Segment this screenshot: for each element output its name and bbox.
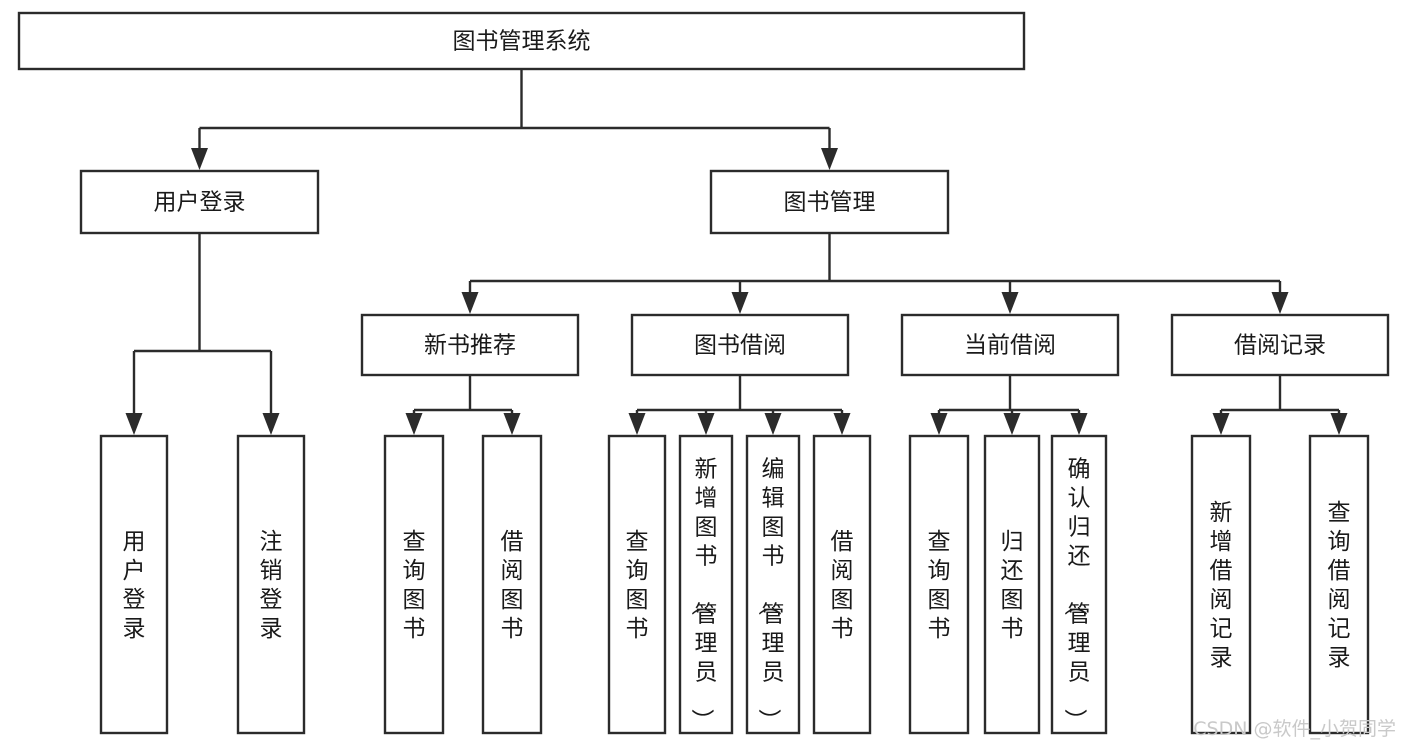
node-label-bookmgmt: 图书管理 <box>784 190 876 216</box>
node-box-leaf-records-query[interactable] <box>1308 434 1370 735</box>
arrow-head-icon <box>1003 413 1021 435</box>
node-box-leaf-borrow-lend[interactable] <box>812 434 872 735</box>
node-leaf-user-logout[interactable]: 注销登录 <box>236 434 306 735</box>
arrow-head-icon <box>125 413 143 435</box>
connector-group-records <box>1212 375 1348 435</box>
node-box-current[interactable] <box>900 313 1120 377</box>
connector-group-newbook <box>405 375 521 435</box>
arrow-head-icon <box>764 413 782 435</box>
node-box-leaf-borrow-add[interactable] <box>678 434 734 735</box>
node-label-leaf-records-query: 查询借阅记录 <box>1328 500 1351 671</box>
arrow-head-icon <box>1001 292 1019 314</box>
node-box-leaf-borrow-query[interactable] <box>607 434 667 735</box>
node-box-leaf-borrow-edit[interactable] <box>745 434 801 735</box>
node-login[interactable]: 用户登录 <box>79 169 320 235</box>
connector-group-root <box>191 69 838 170</box>
node-box-newbook[interactable] <box>360 313 580 377</box>
node-label-newbook: 新书推荐 <box>424 333 516 359</box>
node-leaf-records-query[interactable]: 查询借阅记录 <box>1308 434 1370 735</box>
node-leaf-records-add[interactable]: 新增借阅记录 <box>1190 434 1252 735</box>
arrow-head-icon <box>262 413 280 435</box>
node-label-leaf-user-logout: 注销登录 <box>260 529 283 642</box>
node-box-leaf-records-add[interactable] <box>1190 434 1252 735</box>
arrow-head-icon <box>930 413 948 435</box>
arrow-head-icon <box>191 148 208 170</box>
node-label-records: 借阅记录 <box>1234 333 1326 359</box>
node-label-current: 当前借阅 <box>964 333 1056 359</box>
node-label-leaf-newbook-query: 查询图书 <box>403 529 426 642</box>
node-leaf-borrow-add[interactable]: 新增图书（管理员） <box>678 434 734 735</box>
arrow-head-icon <box>1212 413 1230 435</box>
node-label-borrow: 图书借阅 <box>694 333 786 359</box>
arrow-head-icon <box>731 292 749 314</box>
node-box-leaf-current-query[interactable] <box>908 434 970 735</box>
node-label-leaf-current-query: 查询图书 <box>928 529 951 642</box>
connector-group-current <box>930 375 1088 435</box>
node-leaf-current-query[interactable]: 查询图书 <box>908 434 970 735</box>
node-label-leaf-borrow-edit: 编辑图书（管理员） <box>756 457 785 732</box>
arrow-head-icon <box>1070 413 1088 435</box>
node-layer: 图书管理系统用户登录图书管理新书推荐图书借阅当前借阅借阅记录用户登录注销登录查询… <box>17 11 1390 735</box>
node-box-leaf-user-login[interactable] <box>99 434 169 735</box>
node-borrow[interactable]: 图书借阅 <box>630 313 850 377</box>
arrow-head-icon <box>461 292 479 314</box>
node-box-login[interactable] <box>79 169 320 235</box>
node-box-leaf-user-logout[interactable] <box>236 434 306 735</box>
node-leaf-borrow-query[interactable]: 查询图书 <box>607 434 667 735</box>
node-bookmgmt[interactable]: 图书管理 <box>709 169 950 235</box>
node-leaf-user-login[interactable]: 用户登录 <box>99 434 169 735</box>
node-box-borrow[interactable] <box>630 313 850 377</box>
node-leaf-newbook-query[interactable]: 查询图书 <box>383 434 445 735</box>
connector-group-login <box>125 233 280 435</box>
arrow-head-icon <box>405 413 423 435</box>
connector-layer <box>125 69 1348 435</box>
arrow-head-icon <box>503 413 521 435</box>
node-box-leaf-newbook-borrow[interactable] <box>481 434 543 735</box>
node-label-leaf-records-add: 新增借阅记录 <box>1210 500 1233 671</box>
arrow-head-icon <box>697 413 715 435</box>
node-box-root[interactable] <box>17 11 1026 71</box>
node-newbook[interactable]: 新书推荐 <box>360 313 580 377</box>
node-label-leaf-borrow-add: 新增图书（管理员） <box>689 457 718 732</box>
node-box-records[interactable] <box>1170 313 1390 377</box>
node-leaf-current-return[interactable]: 归还图书 <box>983 434 1041 735</box>
node-leaf-borrow-edit[interactable]: 编辑图书（管理员） <box>745 434 801 735</box>
arrow-head-icon <box>833 413 851 435</box>
node-leaf-newbook-borrow[interactable]: 借阅图书 <box>481 434 543 735</box>
node-label-leaf-current-return: 归还图书 <box>1001 529 1024 642</box>
arrow-head-icon <box>1271 292 1289 314</box>
node-box-bookmgmt[interactable] <box>709 169 950 235</box>
node-box-leaf-newbook-query[interactable] <box>383 434 445 735</box>
arrow-head-icon <box>628 413 646 435</box>
node-label-login: 用户登录 <box>154 190 246 216</box>
node-records[interactable]: 借阅记录 <box>1170 313 1390 377</box>
node-label-root: 图书管理系统 <box>453 29 591 55</box>
node-box-leaf-current-confirm[interactable] <box>1050 434 1108 735</box>
node-label-leaf-borrow-query: 查询图书 <box>626 529 649 642</box>
watermark-label: CSDN @软件_小贺同学 <box>1193 718 1396 740</box>
node-label-leaf-current-confirm: 确认归还（管理员） <box>1062 457 1091 732</box>
arrow-head-icon <box>1330 413 1348 435</box>
node-box-leaf-current-return[interactable] <box>983 434 1041 735</box>
node-leaf-borrow-lend[interactable]: 借阅图书 <box>812 434 872 735</box>
node-leaf-current-confirm[interactable]: 确认归还（管理员） <box>1050 434 1108 735</box>
node-current[interactable]: 当前借阅 <box>900 313 1120 377</box>
node-label-leaf-newbook-borrow: 借阅图书 <box>501 529 524 642</box>
connector-group-bookmgmt <box>461 233 1289 314</box>
node-root[interactable]: 图书管理系统 <box>17 11 1026 71</box>
node-label-leaf-user-login: 用户登录 <box>123 529 146 642</box>
node-label-leaf-borrow-lend: 借阅图书 <box>831 529 854 642</box>
arrow-head-icon <box>821 148 838 170</box>
connector-group-borrow <box>628 375 851 435</box>
